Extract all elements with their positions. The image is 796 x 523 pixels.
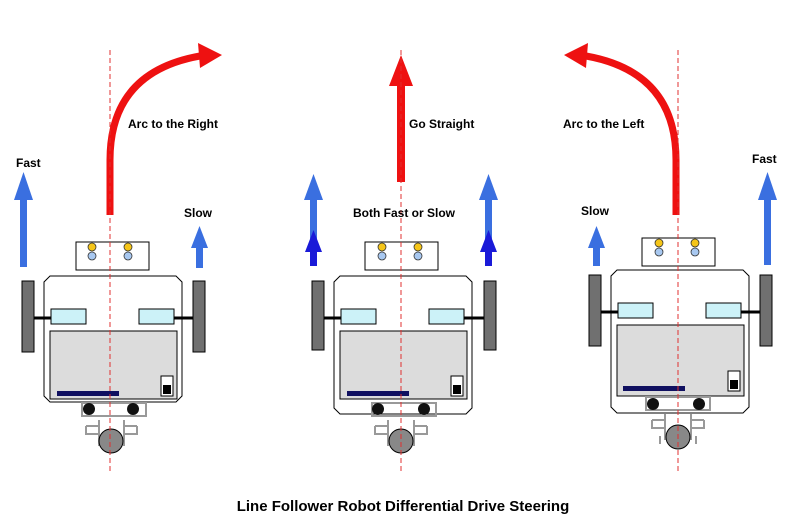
path-label-arc-right: Arc to the Right [128, 117, 218, 131]
arc-right-path-arrow [106, 43, 222, 215]
left-wheel-slow-arrow [588, 226, 605, 266]
wheel-label-both: Both Fast or Slow [353, 206, 456, 220]
right-wheel-label: Slow [184, 206, 213, 220]
left-motor [50, 308, 87, 325]
left-motor [340, 308, 377, 325]
arc-left-path-arrow [564, 43, 680, 215]
sensor-array [377, 242, 423, 261]
panel-arc-left: Arc to the Left Slow Fast [563, 43, 777, 472]
robot-top-view [588, 237, 773, 450]
left-wheel [21, 280, 35, 353]
right-wheel-label: Fast [752, 152, 777, 166]
left-motor [617, 302, 654, 319]
caster-assembly [371, 402, 437, 454]
right-motor [138, 308, 175, 325]
left-wheel-label: Slow [581, 204, 610, 218]
left-wheel [588, 274, 602, 347]
pcb-bar [347, 391, 409, 396]
right-wheel [483, 280, 497, 351]
pcb-bar [623, 386, 685, 391]
sensor-array [87, 242, 133, 261]
right-wheel-slow-arrow [191, 226, 208, 268]
left-wheel-fast-arrow [14, 172, 33, 267]
right-motor [705, 302, 742, 319]
battery-pack [49, 330, 178, 400]
right-wheel [759, 274, 773, 347]
power-switch [160, 375, 174, 397]
robot-top-view [21, 241, 206, 454]
battery-pack [339, 330, 468, 400]
left-wheel-both-arrow [304, 174, 323, 266]
robot-top-view [311, 241, 497, 454]
panel-straight: Go Straight Both Fast or Slow [304, 50, 498, 472]
right-wheel-both-arrow [479, 174, 498, 266]
right-wheel [192, 280, 206, 353]
panel-arc-right: Arc to the Right Fast Slow [14, 43, 222, 472]
sensor-array [654, 238, 700, 257]
right-wheel-fast-arrow [758, 172, 777, 265]
right-motor [428, 308, 465, 325]
left-wheel [311, 280, 325, 351]
pcb-bar [57, 391, 119, 396]
caster-assembly [81, 402, 147, 454]
path-label-arc-left: Arc to the Left [563, 117, 644, 131]
power-switch [450, 375, 464, 397]
path-label-straight: Go Straight [409, 117, 474, 131]
battery-pack [616, 324, 745, 397]
diagram-title: Line Follower Robot Differential Drive S… [237, 498, 570, 515]
power-switch [727, 370, 741, 392]
left-wheel-label: Fast [16, 156, 41, 170]
